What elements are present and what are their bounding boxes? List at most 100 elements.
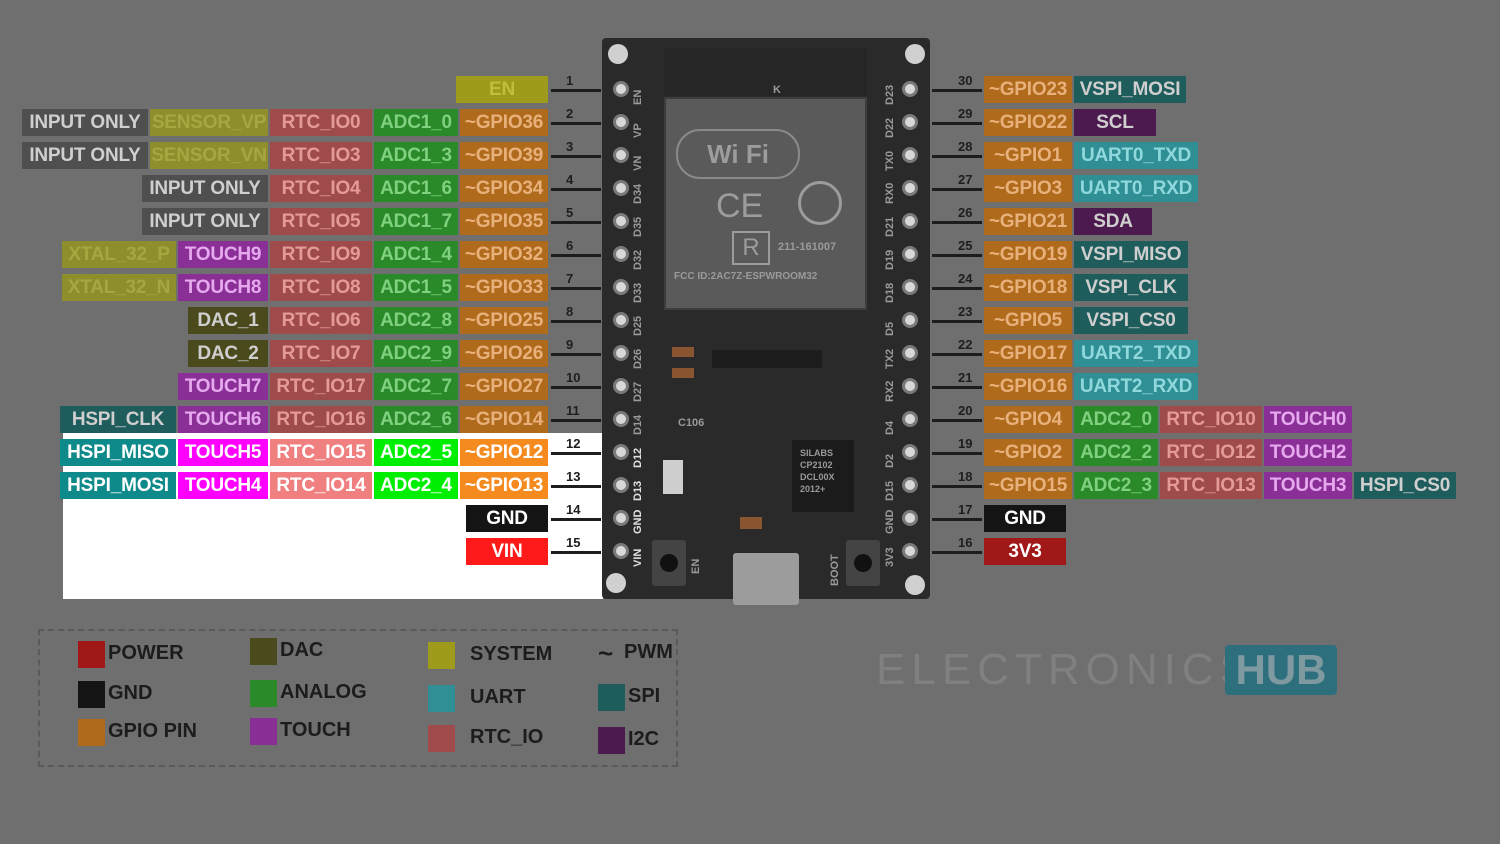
pin-number: 22 <box>958 337 973 352</box>
pin-number: 25 <box>958 238 973 253</box>
right-pin-gpio19-label: ~GPIO19 <box>984 241 1072 268</box>
pin-lead-line <box>551 287 601 290</box>
pin-lead-line <box>551 419 601 422</box>
boot-button[interactable] <box>846 540 880 586</box>
board-pin-d35-silk: D35 <box>632 216 644 237</box>
legend-label-dac: DAC <box>280 639 324 661</box>
pin-lead-line <box>932 353 982 356</box>
right-pin-gpio17-label: ~GPIO17 <box>984 340 1072 367</box>
left-pin-gpio27-label: ~GPIO27 <box>460 373 548 400</box>
pin-number: 27 <box>958 172 973 187</box>
board-pin-d5-silk: D5 <box>884 321 896 336</box>
orange-resistor <box>672 368 694 378</box>
pin-number: 26 <box>958 205 973 220</box>
left-pin-rtc-io4-label: RTC_IO4 <box>270 175 372 202</box>
pin-hole <box>613 114 629 130</box>
board-pin-d22-silk: D22 <box>884 117 896 138</box>
board-pin-d13-silk: D13 <box>632 480 644 501</box>
left-pin-vin-label: VIN <box>466 538 548 565</box>
left-pin-adc1-0-label: ADC1_0 <box>374 109 458 136</box>
pin-number: 8 <box>566 304 574 319</box>
chip-marking: CP2102 <box>800 460 833 470</box>
pin-lead-line <box>551 254 601 257</box>
pin-number: 24 <box>958 271 973 286</box>
right-pin-adc2-2-label: ADC2_2 <box>1074 439 1158 466</box>
electronicshub-logo-hub: HUB <box>1225 645 1337 695</box>
right-pin-gpio18-label: ~GPIO18 <box>984 274 1072 301</box>
left-pin-adc2-7-label: ADC2_7 <box>374 373 458 400</box>
pin-lead-line <box>932 122 982 125</box>
mount-hole <box>905 44 925 64</box>
pin-number: 5 <box>566 205 574 220</box>
pin-hole <box>613 213 629 229</box>
pin-lead-line <box>551 485 601 488</box>
legend-label-spi: SPI <box>628 685 661 707</box>
left-pin-adc1-6-label: ADC1_6 <box>374 175 458 202</box>
left-pin-gpio13-label: ~GPIO13 <box>460 472 548 499</box>
fcc-text: FCC ID:2AC7Z-ESPWROOM32 <box>674 271 818 282</box>
pin-lead-line <box>932 386 982 389</box>
board-pin-d25-silk: D25 <box>632 315 644 336</box>
left-pin-adc2-4-label: ADC2_4 <box>374 472 458 499</box>
pin-hole <box>902 543 918 559</box>
pin-number: 15 <box>566 535 581 550</box>
left-pin-touch7-label: TOUCH7 <box>178 373 268 400</box>
pin-number: 28 <box>958 139 973 154</box>
right-pin-vspi-cs0-label: VSPI_CS0 <box>1074 307 1188 334</box>
left-pin-rtc-io7-label: RTC_IO7 <box>270 340 372 367</box>
board-pin-vin-silk: VIN <box>632 548 644 567</box>
pin-lead-line <box>932 287 982 290</box>
pin-hole <box>613 246 629 262</box>
legend-swatch-power <box>78 641 105 668</box>
pin-hole <box>902 279 918 295</box>
pin-hole <box>902 312 918 328</box>
pin-number: 10 <box>566 370 581 385</box>
pin-lead-line <box>932 551 982 554</box>
pin-hole <box>902 510 918 526</box>
pin-lead-line <box>551 518 601 521</box>
legend-label-i2c: I2C <box>628 728 660 750</box>
left-pin-en-label: EN <box>456 76 548 103</box>
en-button[interactable] <box>652 540 686 586</box>
left-pin-adc1-5-label: ADC1_5 <box>374 274 458 301</box>
espressif-logo <box>798 181 842 225</box>
pin-hole <box>902 378 918 394</box>
pin-number: 16 <box>958 535 973 550</box>
right-pin-rtc-io13-label: RTC_IO13 <box>1160 472 1262 499</box>
pin-hole <box>613 378 629 394</box>
left-pin-gpio33-label: ~GPIO33 <box>460 274 548 301</box>
chip-marking: SILABS <box>800 448 834 458</box>
left-pin-input-only-label: INPUT ONLY <box>142 208 268 235</box>
left-pin-touch5-label: TOUCH5 <box>178 439 268 466</box>
pin-lead-line <box>551 452 601 455</box>
left-pin-rtc-io5-label: RTC_IO5 <box>270 208 372 235</box>
legend-label-touch: TOUCH <box>280 719 351 741</box>
pin-number: 13 <box>566 469 581 484</box>
left-pin-hspi-miso-label: HSPI_MISO <box>60 439 176 466</box>
antenna-area <box>664 48 867 96</box>
right-pin-gpio23-label: ~GPIO23 <box>984 76 1072 103</box>
pin-lead-line <box>932 320 982 323</box>
board-pin-d19-silk: D19 <box>884 249 896 270</box>
board-pin-gnd-silk: GND <box>632 509 644 534</box>
left-pin-rtc-io16-label: RTC_IO16 <box>270 406 372 433</box>
legend-label-power: POWER <box>108 642 184 664</box>
right-pin-3v3-label: 3V3 <box>984 538 1066 565</box>
left-pin-rtc-io3-label: RTC_IO3 <box>270 142 372 169</box>
right-pin-uart0-txd-label: UART0_TXD <box>1074 142 1198 169</box>
pin-hole <box>902 147 918 163</box>
legend-label-gpio-pin: GPIO PIN <box>108 720 197 742</box>
left-pin-hspi-mosi-label: HSPI_MOSI <box>60 472 176 499</box>
right-pin-uart0-rxd-label: UART0_RXD <box>1074 175 1198 202</box>
cert-text: 211-161007 <box>778 241 837 253</box>
board-pin-d12-silk: D12 <box>632 447 644 468</box>
wifi-logo: Wi Fi <box>676 129 800 179</box>
left-pin-rtc-io17-label: RTC_IO17 <box>270 373 372 400</box>
r-mark: R <box>732 231 770 265</box>
pin-hole <box>613 180 629 196</box>
c106-label: C106 <box>678 417 705 429</box>
mount-hole <box>905 575 925 595</box>
pin-hole <box>613 147 629 163</box>
left-pin-sensor-vp-label: SENSOR_VP <box>150 109 268 136</box>
